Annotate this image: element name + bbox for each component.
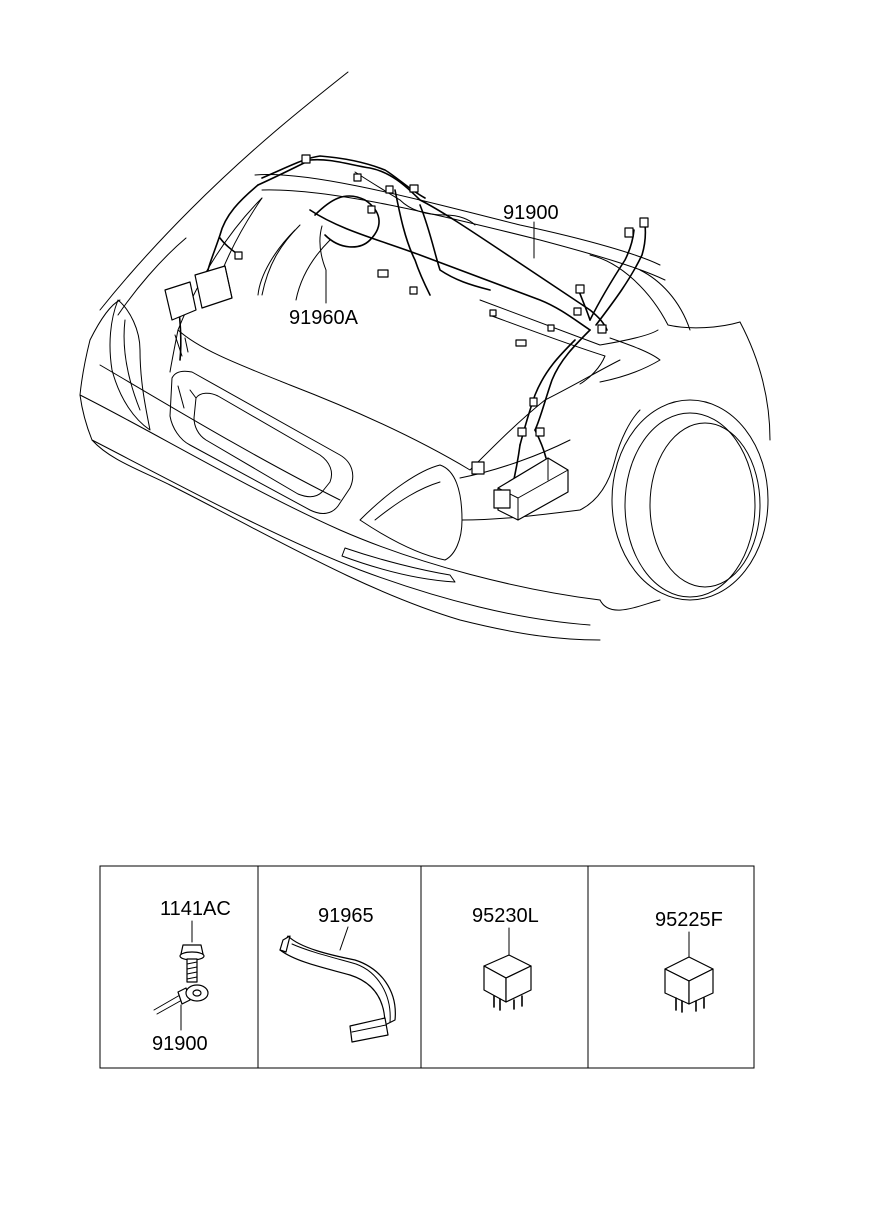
part-cell-relay-f: 95225F [655,909,723,1013]
harness-down-right [534,329,591,431]
tire-inner [649,422,761,588]
leader-protector [339,926,349,951]
wheel-arch [611,399,769,601]
connector [547,324,555,332]
rocker [599,599,661,611]
harness-to-left-module [207,184,259,271]
bumper-strip [99,364,341,501]
car-rear-illustration: 91900 91960A [79,71,771,641]
left-module-b-side [224,265,233,299]
c-pillar-right [589,254,741,329]
plate-recess-inner [193,392,333,498]
harness-loop [309,209,591,331]
c-pillar-left [117,237,187,316]
bumper-bottom [91,439,601,641]
connector [353,173,362,182]
trunk-lid-outline [177,197,621,471]
label-harness-main: 91900 [503,202,559,224]
parts-panel-frame [99,865,755,1069]
right-module-plug [493,489,511,509]
connector [471,461,485,475]
connector [529,397,538,407]
harness-right-branch [589,229,635,321]
relay-icon [664,956,714,1013]
plate-recess-lip [177,385,197,409]
quarter-panel-2 [459,439,571,479]
relay-icon [483,954,532,1011]
connector [489,309,497,317]
part-cell-bolt: 1141AC 91900 [152,898,231,1055]
connector [639,217,649,228]
part-cell-protector: 91965 [279,905,396,1043]
connector [409,184,419,193]
label-harness-sub: 91960A [289,307,359,329]
connector [409,286,418,295]
bumper-mid [79,394,591,626]
connector [597,324,607,334]
connector [624,227,634,238]
part-label-terminal: 91900 [152,1033,208,1055]
harness-main-trunk-2 [261,155,426,199]
trunk-gutter [479,299,659,346]
harness-right-branch-2 [595,224,647,326]
part-label-relay-f: 95225F [655,909,723,931]
connector [367,205,376,214]
leader-91960a [319,225,327,304]
body-side [739,321,771,441]
part-label-bolt: 1141AC [160,898,231,920]
tail-lamp-right [359,464,463,561]
trunk-lid-crease [261,224,301,296]
reflector-right [341,547,456,583]
bumper-top [79,339,601,601]
connector [234,251,243,260]
harness-routing-upper [399,199,476,226]
parts-panel: 1141AC 91900 91965 [99,865,755,1069]
callouts: 91900 91960A [289,202,559,329]
connector [515,339,527,347]
tail-lamp-left [109,299,151,431]
protector-icon [279,935,396,1043]
connector [301,154,311,164]
connector [575,284,585,294]
bolt-icon [179,944,205,983]
plate-recess-outer [169,370,354,514]
left-bracket [174,334,189,357]
wiring-harness [164,154,649,521]
trunk-gutter-2 [491,315,606,385]
harness-center-2 [394,189,431,296]
shelf-right [599,337,661,383]
part-label-relay-l: 95230L [472,905,539,927]
connector [535,427,545,437]
part-label-protector: 91965 [318,905,374,927]
right-module [497,457,569,521]
roof-right [639,269,691,331]
tire-outer [624,412,756,598]
left-module-a [164,281,197,321]
tail-lamp-left-inner [123,319,141,411]
rear-glass-base-2 [261,189,666,281]
rear-glass-base [254,173,661,266]
harness-center [419,204,491,291]
ring-terminal-icon [153,984,209,1015]
roof-line [99,71,349,311]
tail-lamp-right-inner [374,481,441,521]
connector [573,307,582,316]
trunk-liner [257,229,331,301]
connector [517,427,527,437]
connector [385,185,394,194]
harness-loop-2 [314,195,380,248]
quarter-panel [461,409,641,521]
part-cell-relay-l: 95230L [472,905,539,1011]
trunk-lid-rear [169,329,179,373]
connector [377,269,389,278]
